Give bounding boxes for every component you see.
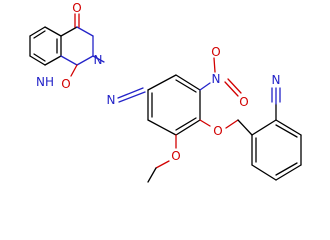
bond	[275, 164, 302, 181]
atom-ether-o: O	[213, 124, 222, 138]
bond	[70, 64, 78, 77]
bond	[224, 81, 239, 97]
bond	[92, 55, 105, 63]
bond	[76, 26, 94, 37]
atom-nh-ring: NH	[36, 75, 54, 89]
atom-imine-n: N	[107, 93, 116, 107]
nitrile-group	[271, 87, 281, 121]
atom-oxo-top: O	[72, 1, 81, 15]
ethoxy-group	[147, 134, 177, 183]
atom-nitrile-n: N	[272, 73, 281, 87]
bond	[147, 74, 177, 91]
bond	[60, 55, 78, 66]
bond	[44, 55, 62, 66]
central-benzene	[147, 74, 201, 136]
atom-labels: O O N NH N N O O O O N	[36, 1, 280, 163]
bond	[33, 53, 46, 62]
bond	[175, 119, 201, 136]
bond	[118, 91, 146, 103]
imine-linker	[117, 87, 146, 103]
bond	[199, 119, 211, 127]
atom-ethoxy-o: O	[171, 149, 180, 163]
bond	[175, 117, 197, 131]
bond	[117, 87, 144, 99]
benzyl-ether	[199, 119, 253, 136]
bond	[225, 119, 239, 129]
bond	[275, 119, 302, 136]
atom-n-amide: N	[94, 53, 103, 67]
bond	[175, 79, 197, 93]
pyrimidine-ring	[60, 13, 105, 77]
atom-nitro-n: N	[212, 72, 221, 86]
bond	[251, 164, 277, 181]
bond	[33, 30, 46, 39]
nitro-group	[199, 57, 242, 97]
bond	[76, 55, 94, 66]
bond	[275, 162, 298, 176]
benzonitrile-ring	[251, 119, 302, 181]
bond	[60, 26, 78, 37]
bond	[175, 74, 201, 91]
bond	[155, 160, 170, 169]
atom-nitro-o1: O	[211, 45, 220, 59]
bond	[213, 57, 216, 73]
molecule-structure: O O N NH N N O O O O N	[29, 1, 302, 183]
bond	[147, 167, 157, 183]
bond	[44, 26, 62, 37]
bond	[237, 119, 253, 136]
atom-hydroxy-o: O	[61, 77, 70, 91]
benzo-ring	[29, 26, 62, 66]
bond	[199, 82, 211, 91]
bond	[251, 119, 277, 136]
atom-nitro-o2: O	[239, 95, 248, 109]
bond	[275, 124, 298, 138]
bond	[227, 78, 242, 94]
bond	[147, 119, 177, 136]
bond	[29, 26, 46, 37]
bond	[29, 55, 46, 66]
